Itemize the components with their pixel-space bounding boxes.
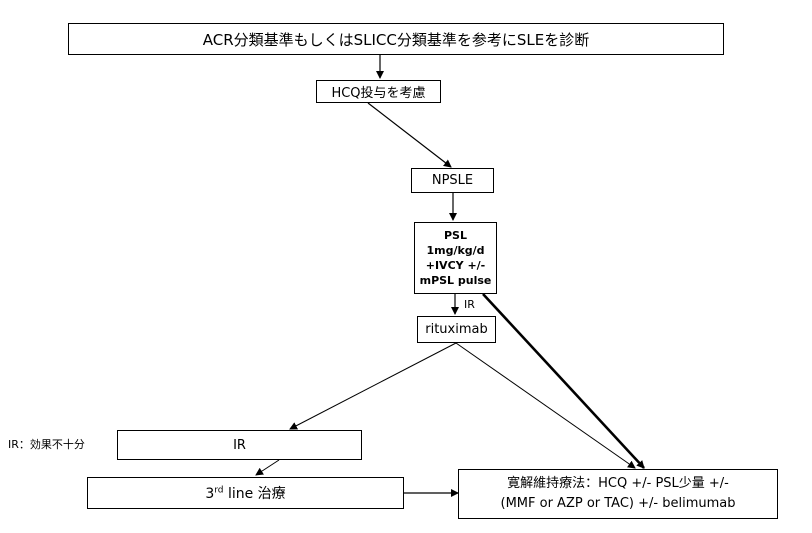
ir-box: IR	[117, 430, 362, 460]
arrow-psl-to-maintenance	[482, 293, 645, 469]
psl-box: PSL 1mg/kg/d +IVCY +/- mPSL pulse	[414, 222, 497, 294]
npsle-box: NPSLE	[411, 168, 494, 193]
psl-line-2: 1mg/kg/d	[426, 244, 485, 257]
arrow-ir-to-third-line	[255, 459, 280, 476]
psl-line-4: mPSL pulse	[419, 274, 492, 287]
arrow-rituximab-to-maintenance	[455, 342, 636, 469]
third-line-text: line 治療	[223, 486, 286, 502]
hcq-box: HCQ投与を考慮	[316, 80, 441, 103]
third-line-box: 3rd line 治療	[87, 477, 404, 509]
rituximab-label: rituximab	[425, 322, 488, 337]
diagnosis-label: ACR分類基準もしくはSLICC分類基準を参考にSLEを診断	[202, 30, 590, 49]
ir-legend: IR：効果不十分	[8, 438, 85, 451]
psl-line-1: PSL	[444, 229, 467, 242]
hcq-label: HCQ投与を考慮	[331, 86, 426, 101]
rituximab-box: rituximab	[417, 316, 496, 343]
maintenance-line-2: (MMF or AZP or TAC) +/- belimumab	[500, 496, 736, 511]
npsle-label: NPSLE	[431, 173, 474, 188]
arrow-rituximab-to-ir	[289, 342, 457, 430]
arrow-hcq-to-npsle	[367, 102, 452, 168]
diagnosis-box: ACR分類基準もしくはSLICC分類基準を参考にSLEを診断	[68, 23, 724, 55]
third-line-label: 3rd line 治療	[205, 483, 285, 503]
ir-edge-label: IR	[464, 298, 475, 311]
third-line-ordinal-suffix: rd	[214, 485, 224, 496]
maintenance-box: 寛解維持療法：HCQ +/- PSL少量 +/- (MMF or AZP or …	[458, 469, 778, 519]
ir-box-label: IR	[233, 437, 246, 453]
psl-line-3: +IVCY +/-	[425, 259, 486, 272]
third-line-number: 3	[205, 486, 215, 502]
maintenance-line-1: 寛解維持療法：HCQ +/- PSL少量 +/-	[507, 476, 729, 491]
